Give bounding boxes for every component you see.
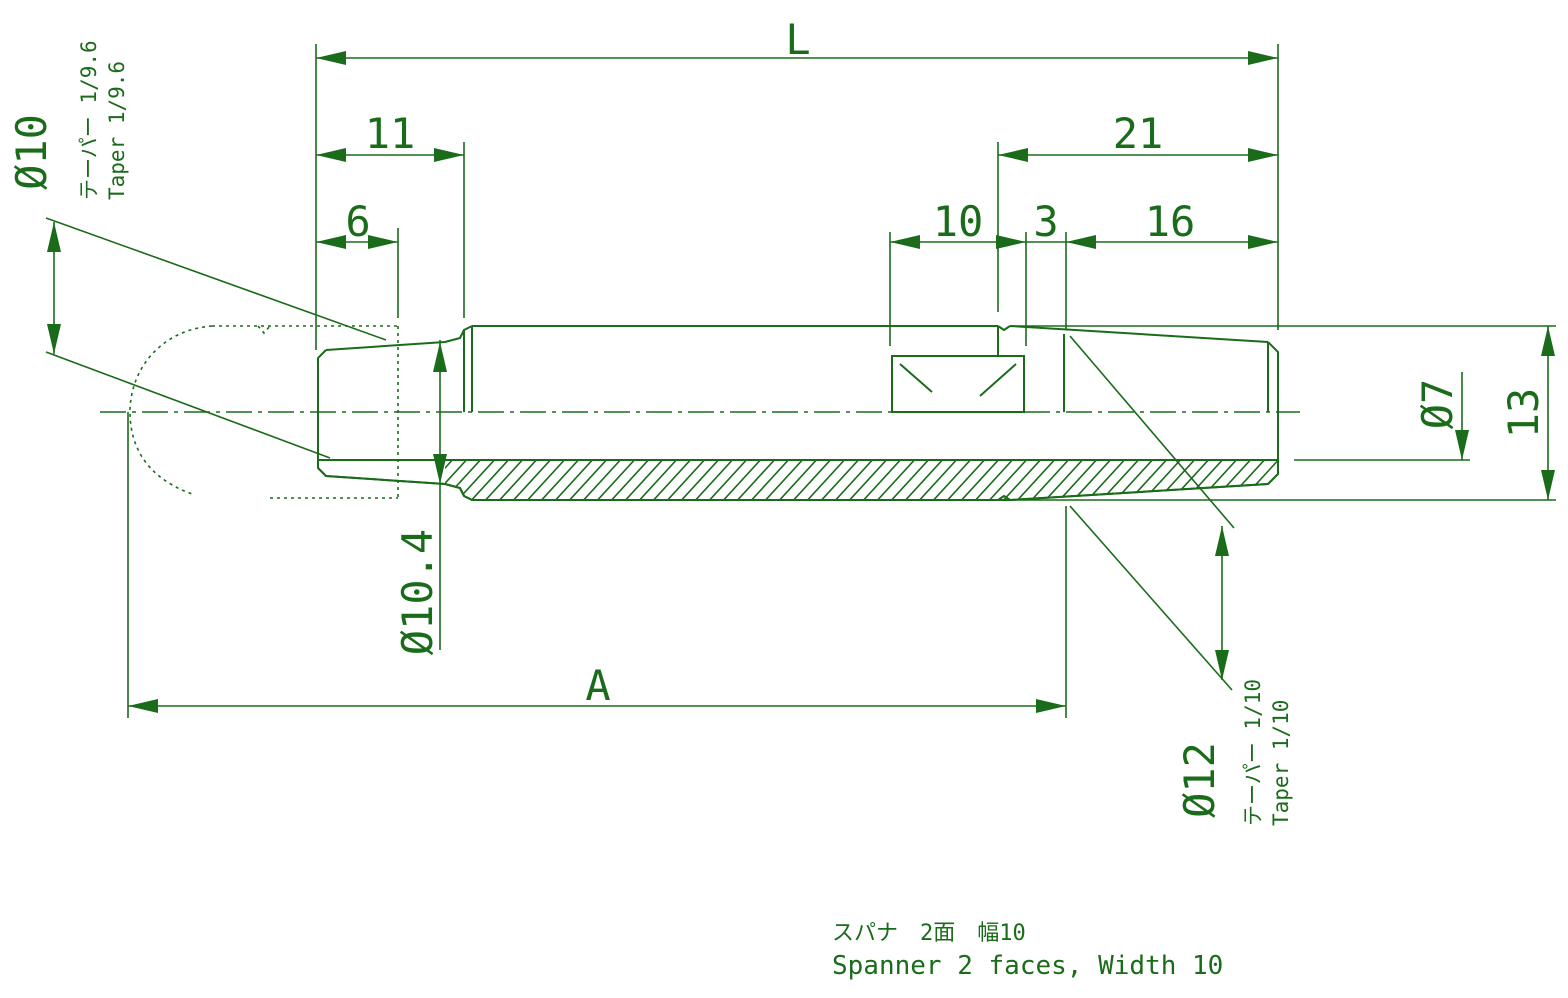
dim-6: 6	[345, 197, 370, 246]
hatch-line	[649, 460, 695, 500]
hatch-line	[1209, 460, 1255, 500]
taper-labels: テーパー 1/9.6 Taper 1/9.6 テーパー 1/10 Taper 1…	[77, 40, 1293, 826]
section-hatching	[317, 456, 1352, 504]
taper-right-en: Taper 1/10	[1269, 700, 1293, 826]
phantom-outline	[129, 325, 399, 499]
hatch-line	[411, 460, 457, 500]
hatch-line	[803, 460, 849, 500]
dim-phi12: Ø12	[1175, 742, 1224, 818]
hatch-line	[957, 460, 1003, 500]
hatch-line	[1294, 456, 1338, 504]
hatch-line	[565, 460, 611, 500]
hatch-line	[495, 460, 541, 500]
hatch-line	[635, 460, 681, 500]
hatch-line	[1237, 460, 1278, 500]
hatch-line	[761, 460, 807, 500]
hatch-line	[789, 460, 835, 500]
hatch-line	[1139, 460, 1185, 500]
extension-lines	[127, 44, 1556, 718]
hatch-line	[831, 460, 877, 500]
hatch-line	[537, 460, 583, 500]
hatch-line	[453, 460, 499, 500]
hatch-line	[915, 460, 961, 500]
hatch-line	[705, 460, 751, 500]
dim-3: 3	[1033, 197, 1058, 246]
hatch-line	[1308, 456, 1352, 504]
note-spanner-jp: スパナ 2面 幅10	[832, 921, 1026, 946]
dim-16: 16	[1145, 197, 1196, 246]
hatch-line	[551, 460, 597, 500]
hatch-line	[887, 460, 933, 500]
dim-phi10-4: Ø10.4	[393, 529, 442, 655]
hatch-line	[318, 460, 345, 500]
hatch-line	[467, 460, 513, 500]
hatch-line	[999, 460, 1045, 500]
hatch-line	[1041, 460, 1087, 500]
hatch-line	[607, 460, 653, 500]
hatch-line	[593, 460, 639, 500]
hatch-line	[971, 460, 1017, 500]
dim-L: L	[785, 15, 810, 64]
hatch-line	[1251, 460, 1278, 500]
hatch-line	[1195, 460, 1241, 500]
hatch-line	[1111, 460, 1157, 500]
hatch-line	[523, 460, 569, 500]
dimension-lines	[45, 51, 1555, 713]
hatch-line	[1027, 460, 1073, 500]
dim-13: 13	[1499, 388, 1548, 439]
hatch-line	[1125, 460, 1171, 500]
taper-left-jp: テーパー 1/9.6	[77, 40, 101, 200]
dimension-labels: L 11 21 6 10 3 16 13 Ø7 Ø10.4 A Ø10 Ø12	[7, 15, 1548, 818]
hatch-line	[1223, 460, 1269, 500]
hatch-line	[719, 460, 765, 500]
dim-11: 11	[365, 109, 416, 158]
hatch-line	[733, 460, 779, 500]
dim-10: 10	[933, 197, 984, 246]
hatch-line	[1167, 460, 1213, 500]
notes: スパナ 2面 幅10 Spanner 2 faces, Width 10	[832, 921, 1223, 981]
hatch-line	[775, 460, 821, 500]
hatch-line	[859, 460, 905, 500]
part-outline	[317, 325, 1279, 501]
hatch-line	[1097, 460, 1143, 500]
hatch-line	[318, 460, 359, 500]
hatch-line	[985, 460, 1031, 500]
note-spanner-en: Spanner 2 faces, Width 10	[832, 951, 1223, 981]
hatch-line	[845, 460, 891, 500]
hatch-line	[747, 460, 793, 500]
dim-21: 21	[1113, 109, 1164, 158]
hatch-line	[579, 460, 625, 500]
hatch-line	[873, 460, 919, 500]
hatch-line	[691, 460, 737, 500]
hatch-line	[1013, 460, 1059, 500]
hatch-line	[817, 460, 863, 500]
hatch-line	[439, 460, 485, 500]
hatch-line	[509, 460, 555, 500]
hatch-line	[943, 460, 989, 500]
hatch-line	[1083, 460, 1129, 500]
hatch-line	[621, 460, 667, 500]
hatch-line	[901, 460, 947, 500]
hatch-line	[1181, 460, 1227, 500]
taper-right-jp: テーパー 1/10	[1241, 679, 1265, 826]
hatch-line	[929, 460, 975, 500]
hatch-line	[1280, 456, 1324, 504]
dim-phi7: Ø7	[1413, 379, 1462, 430]
dim-phi10: Ø10	[7, 114, 56, 190]
hatch-line	[663, 460, 709, 500]
hatch-line	[1153, 460, 1199, 500]
taper-left-en: Taper 1/9.6	[105, 61, 129, 200]
hatch-line	[677, 460, 723, 500]
hatch-line	[481, 460, 527, 500]
dim-A: A	[585, 661, 610, 710]
hatch-line	[327, 460, 373, 500]
